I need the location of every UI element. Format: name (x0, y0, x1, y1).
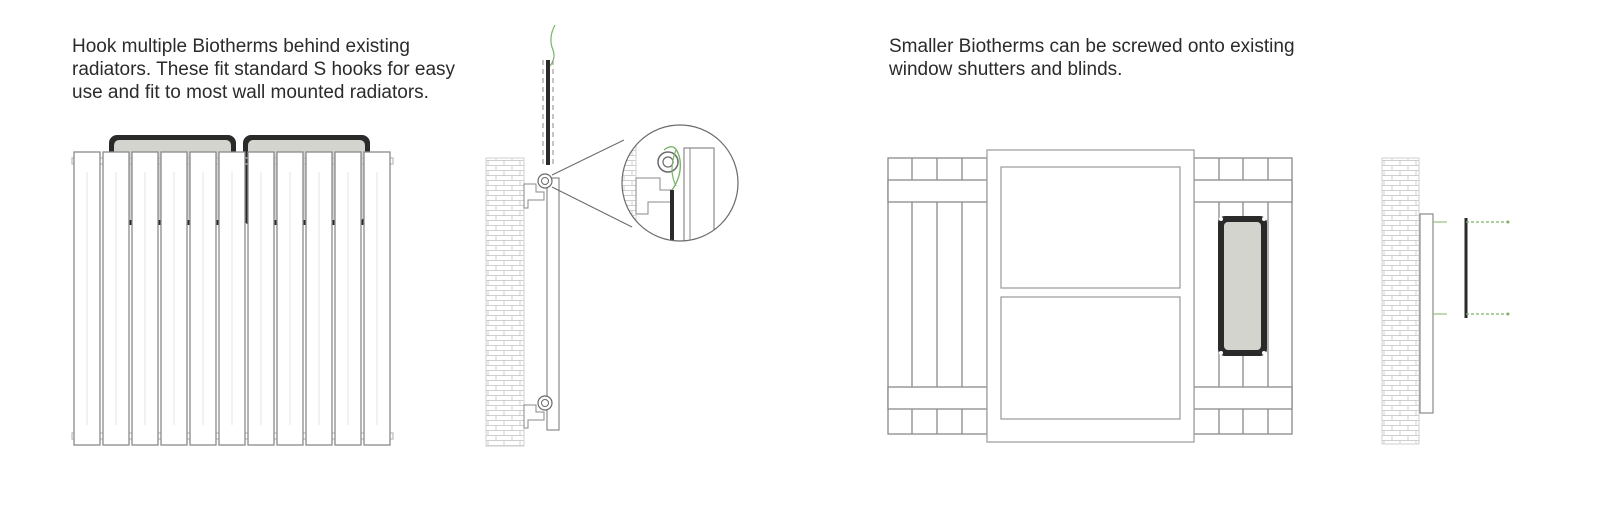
biotherm-panel-shutter (1218, 216, 1267, 356)
shutter-left (887, 157, 988, 435)
shutter-side-illustration (1381, 157, 1510, 445)
caption-radiator-line-1: Hook multiple Biotherms behind existing (72, 36, 410, 57)
hook-detail-magnifier (621, 124, 739, 242)
window-shutters-illustration (887, 149, 1293, 443)
caption-shutters-line-2: window shutters and blinds. (889, 59, 1123, 80)
caption-shutters-line-1: Smaller Biotherms can be screwed onto ex… (889, 36, 1295, 57)
window-frame (986, 149, 1195, 443)
caption-shutters: Smaller Biotherms can be screwed onto ex… (889, 35, 1295, 81)
caption-radiator-line-2: radiators. These fit standard S hooks fo… (72, 59, 456, 80)
radiator-fins (71, 151, 394, 446)
radiator-side-illustration (485, 24, 633, 447)
radiator-front-illustration (71, 135, 394, 446)
caption-radiator: Hook multiple Biotherms behind existing … (72, 35, 455, 104)
caption-radiator-line-3: use and fit to most wall mounted radiato… (72, 82, 429, 103)
